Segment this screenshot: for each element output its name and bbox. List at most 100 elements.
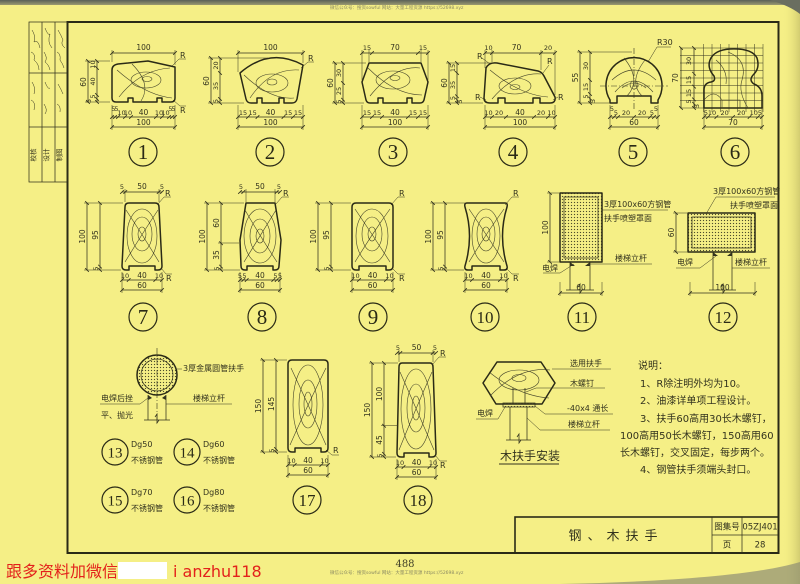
note-line: 100高用50长木螺钉，150高用60 [620,429,774,442]
radius-label: R [180,51,186,60]
tube-wall [559,192,603,263]
dim-bottom: 15 [363,109,371,117]
variant-16: 16 Dg80 不锈钢管 [173,486,235,514]
strip-label-draft: 制图 [55,149,64,162]
redaction-box [118,562,167,579]
dim-left: 95 [436,230,445,240]
pipe-spec-label: 3厚金属圆管扶手 [183,363,244,373]
dim-bottom: 10 [287,457,295,465]
dim-top-width: 100 [136,43,151,52]
reviewer-signatures [30,81,64,115]
detail-number-circle [708,302,738,332]
radius-label: R [399,274,405,283]
detail-number: 12 [715,308,732,327]
page-curl-top [770,0,800,14]
dim-left: 5 [212,99,220,103]
profile-18: 5 50 5 150 100 45 5 10 40 10 60 R R 18 [363,343,447,515]
dim-total: 70 [728,118,738,127]
scan-right-edge [782,0,800,584]
dim-total: 60 [412,468,422,477]
dim-bottom: 10 [117,109,125,117]
dim-height: 60 [440,78,449,88]
detail-number: 1 [138,140,149,164]
dim-bottom: 40 [303,456,313,465]
detail-number-circle [720,137,750,167]
dim-height: 150 [254,399,263,414]
tube-wall [687,212,756,253]
promo-text: 跟多资料加微信 [6,562,118,581]
dim-bottom: 40 [266,108,276,117]
flat-bar [502,402,536,408]
dim-left: 5 [85,99,93,103]
tube-void [691,216,752,249]
dim-bottom: 10 [385,272,393,280]
dim-total: 100 [388,118,403,127]
detail-number-circle [255,137,285,167]
tube-spec-label: 3厚100x60方钢管 [604,199,671,209]
dim-bottom: 20 [495,109,503,117]
profile-1: 100 60 10 40 5 5 5 5 10 10 40 10 10 5 5 … [79,43,186,167]
dim-height: 100 [198,229,207,244]
dim-bottom: 15 [409,109,417,117]
finish-label: 扶手喷塑罩面 [730,200,778,210]
dim-top: 10 [484,44,492,52]
detail-number: 7 [138,305,149,329]
dim-left: 15 [685,89,693,97]
detail-number: 2 [265,140,276,164]
dim-left: 5 [268,448,276,452]
dim-left: 25 [335,87,343,95]
install-title: 木扶手安装 [500,448,560,463]
profile-7: 5 50 5 100 95 5 10 40 10 60 R R 7 [78,182,172,332]
dim-bottom: 10 [155,109,163,117]
pipe-material: 不锈钢管 [131,503,163,513]
radius-label: R [399,189,405,198]
dim-bottom: 20 [537,109,545,117]
dim-height: 60 [667,228,676,238]
dim-top: 70 [512,43,522,52]
dim-total: 60 [481,281,491,290]
dim-left: 15 [582,83,590,91]
variant-15: 15 Dg70 不锈钢管 [101,486,163,514]
dim-left: 95 [322,230,331,240]
dim-left: 30 [335,69,343,77]
detail-number: 17 [299,491,317,510]
dim-bottom: 15 [373,109,381,117]
tube-spec-label: 3厚100x60方钢管 [713,186,780,196]
dim-bottom: 5 [650,109,654,117]
dim-top: 50 [412,343,422,352]
dim-top: 50 [255,182,265,191]
dim-top: 70 [390,43,400,52]
detail-number-circle [618,137,648,167]
radius-label: R [440,461,446,470]
dim-height: 100 [424,229,433,244]
detail-number: 11 [574,308,590,327]
dim-total: 60 [137,281,147,290]
radius-label: R [333,446,339,455]
promo-handle: i anzhu118 [173,562,262,581]
pipe-material: 不锈钢管 [203,455,235,465]
dim-left: 20 [212,61,220,69]
dim-total: 60 [303,466,313,475]
dim-bottom: 10 [124,109,132,117]
radius-label: R [180,106,186,115]
dim-left: 5 [89,94,97,98]
dim-bottom: 40 [255,271,265,280]
dim-total: 100 [263,118,278,127]
dim-bottom: 10 [351,272,359,280]
detail-number: 8 [257,305,268,329]
detail-number-circle [378,137,408,167]
dim-width: 100 [715,283,730,292]
radius-label: R [477,52,483,61]
detail-number: 4 [508,140,519,164]
tube-void [563,196,599,259]
dim-bottom: 10 [750,109,758,117]
weld-label: 电焊 [542,263,558,273]
detail-number-circle [128,137,158,167]
dim-top: 15 [419,44,427,52]
dim-left: 95 [91,230,100,240]
dim-top: 5 [277,183,281,191]
pipe-size: Dg60 [203,440,224,449]
weld-mark [570,262,590,266]
profile-4: 10 70 20 60 15 35 5 5 10 20 40 20 10 100… [440,43,564,167]
detail-number: 10 [477,308,494,327]
